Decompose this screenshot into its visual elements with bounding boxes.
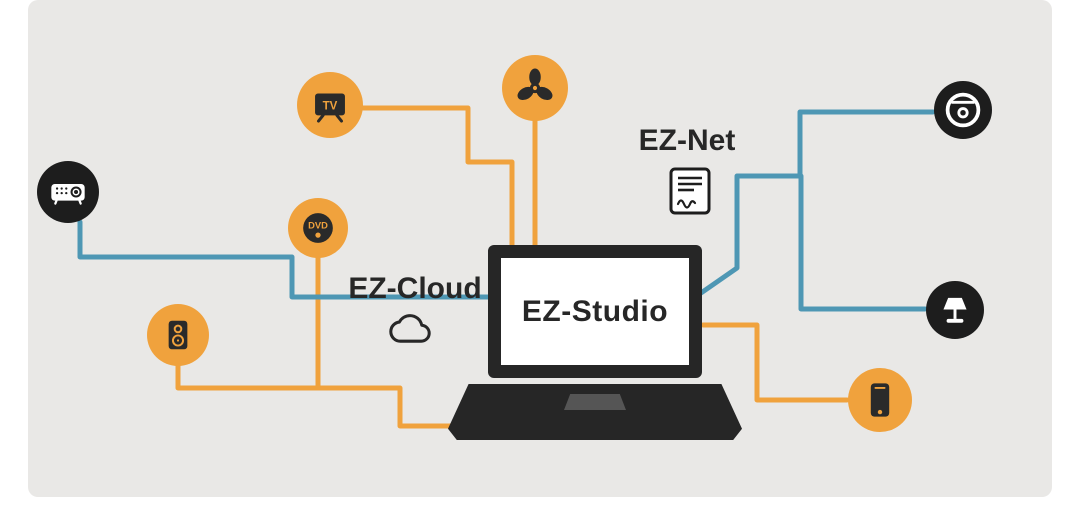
tv-icon-label: TV	[323, 101, 338, 113]
laptop-base	[448, 384, 742, 440]
robot-vacuum-icon	[945, 92, 981, 128]
laptop-display: EZ-Studio	[501, 258, 689, 365]
laptop-notch	[564, 394, 626, 410]
speaker-icon	[168, 320, 188, 350]
speaker-wire	[175, 362, 468, 429]
dvd-icon: DVD	[303, 213, 333, 243]
projector-node	[37, 161, 99, 223]
table-lamp-node	[926, 281, 984, 339]
dvd-icon-label: DVD	[308, 221, 328, 231]
cloud-label: EZ-Cloud	[348, 272, 482, 305]
fan-node	[502, 55, 568, 121]
tv-wire	[359, 105, 515, 250]
table-lamp-icon	[943, 297, 967, 323]
projector-icon	[51, 183, 85, 205]
speaker-node	[147, 304, 209, 366]
table-lamp-wire	[798, 173, 928, 312]
projector-wire	[77, 219, 492, 300]
tv-node: TV	[297, 72, 363, 138]
tv-icon: TV	[315, 93, 345, 123]
smartphone-icon	[870, 383, 890, 417]
dvd-node: DVD	[288, 198, 348, 258]
hub-title: EZ-Studio	[521, 294, 669, 328]
robot-vacuum-wire	[698, 109, 936, 296]
smartphone-wire	[700, 322, 850, 403]
smartphone-node	[848, 368, 912, 432]
net-document-icon	[668, 166, 712, 216]
net-label: EZ-Net	[638, 124, 736, 157]
laptop-screen: EZ-Studio	[488, 245, 702, 378]
fan-icon	[517, 68, 553, 101]
robot-vacuum-node	[934, 81, 992, 139]
cloud-icon	[382, 306, 438, 346]
